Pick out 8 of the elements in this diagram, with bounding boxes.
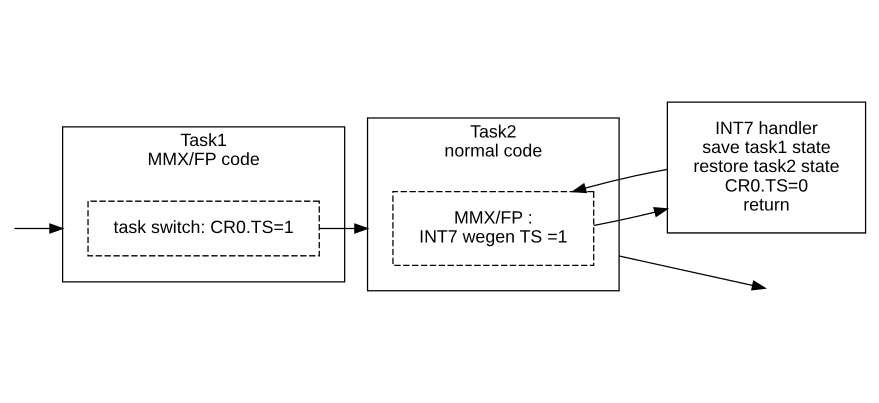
arrow: [618, 255, 768, 291]
arrow: [594, 207, 670, 226]
node-box: MMX/FP : INT7 wegen TS =1: [392, 191, 594, 266]
node-box: INT7 handler save task1 state restore task2 state CR0.TS=0 return: [666, 101, 866, 234]
arrow: [571, 168, 668, 194]
node-box: task switch: CR0.TS=1: [87, 200, 320, 256]
arrow: [320, 223, 370, 234]
arrow: [14, 223, 65, 234]
